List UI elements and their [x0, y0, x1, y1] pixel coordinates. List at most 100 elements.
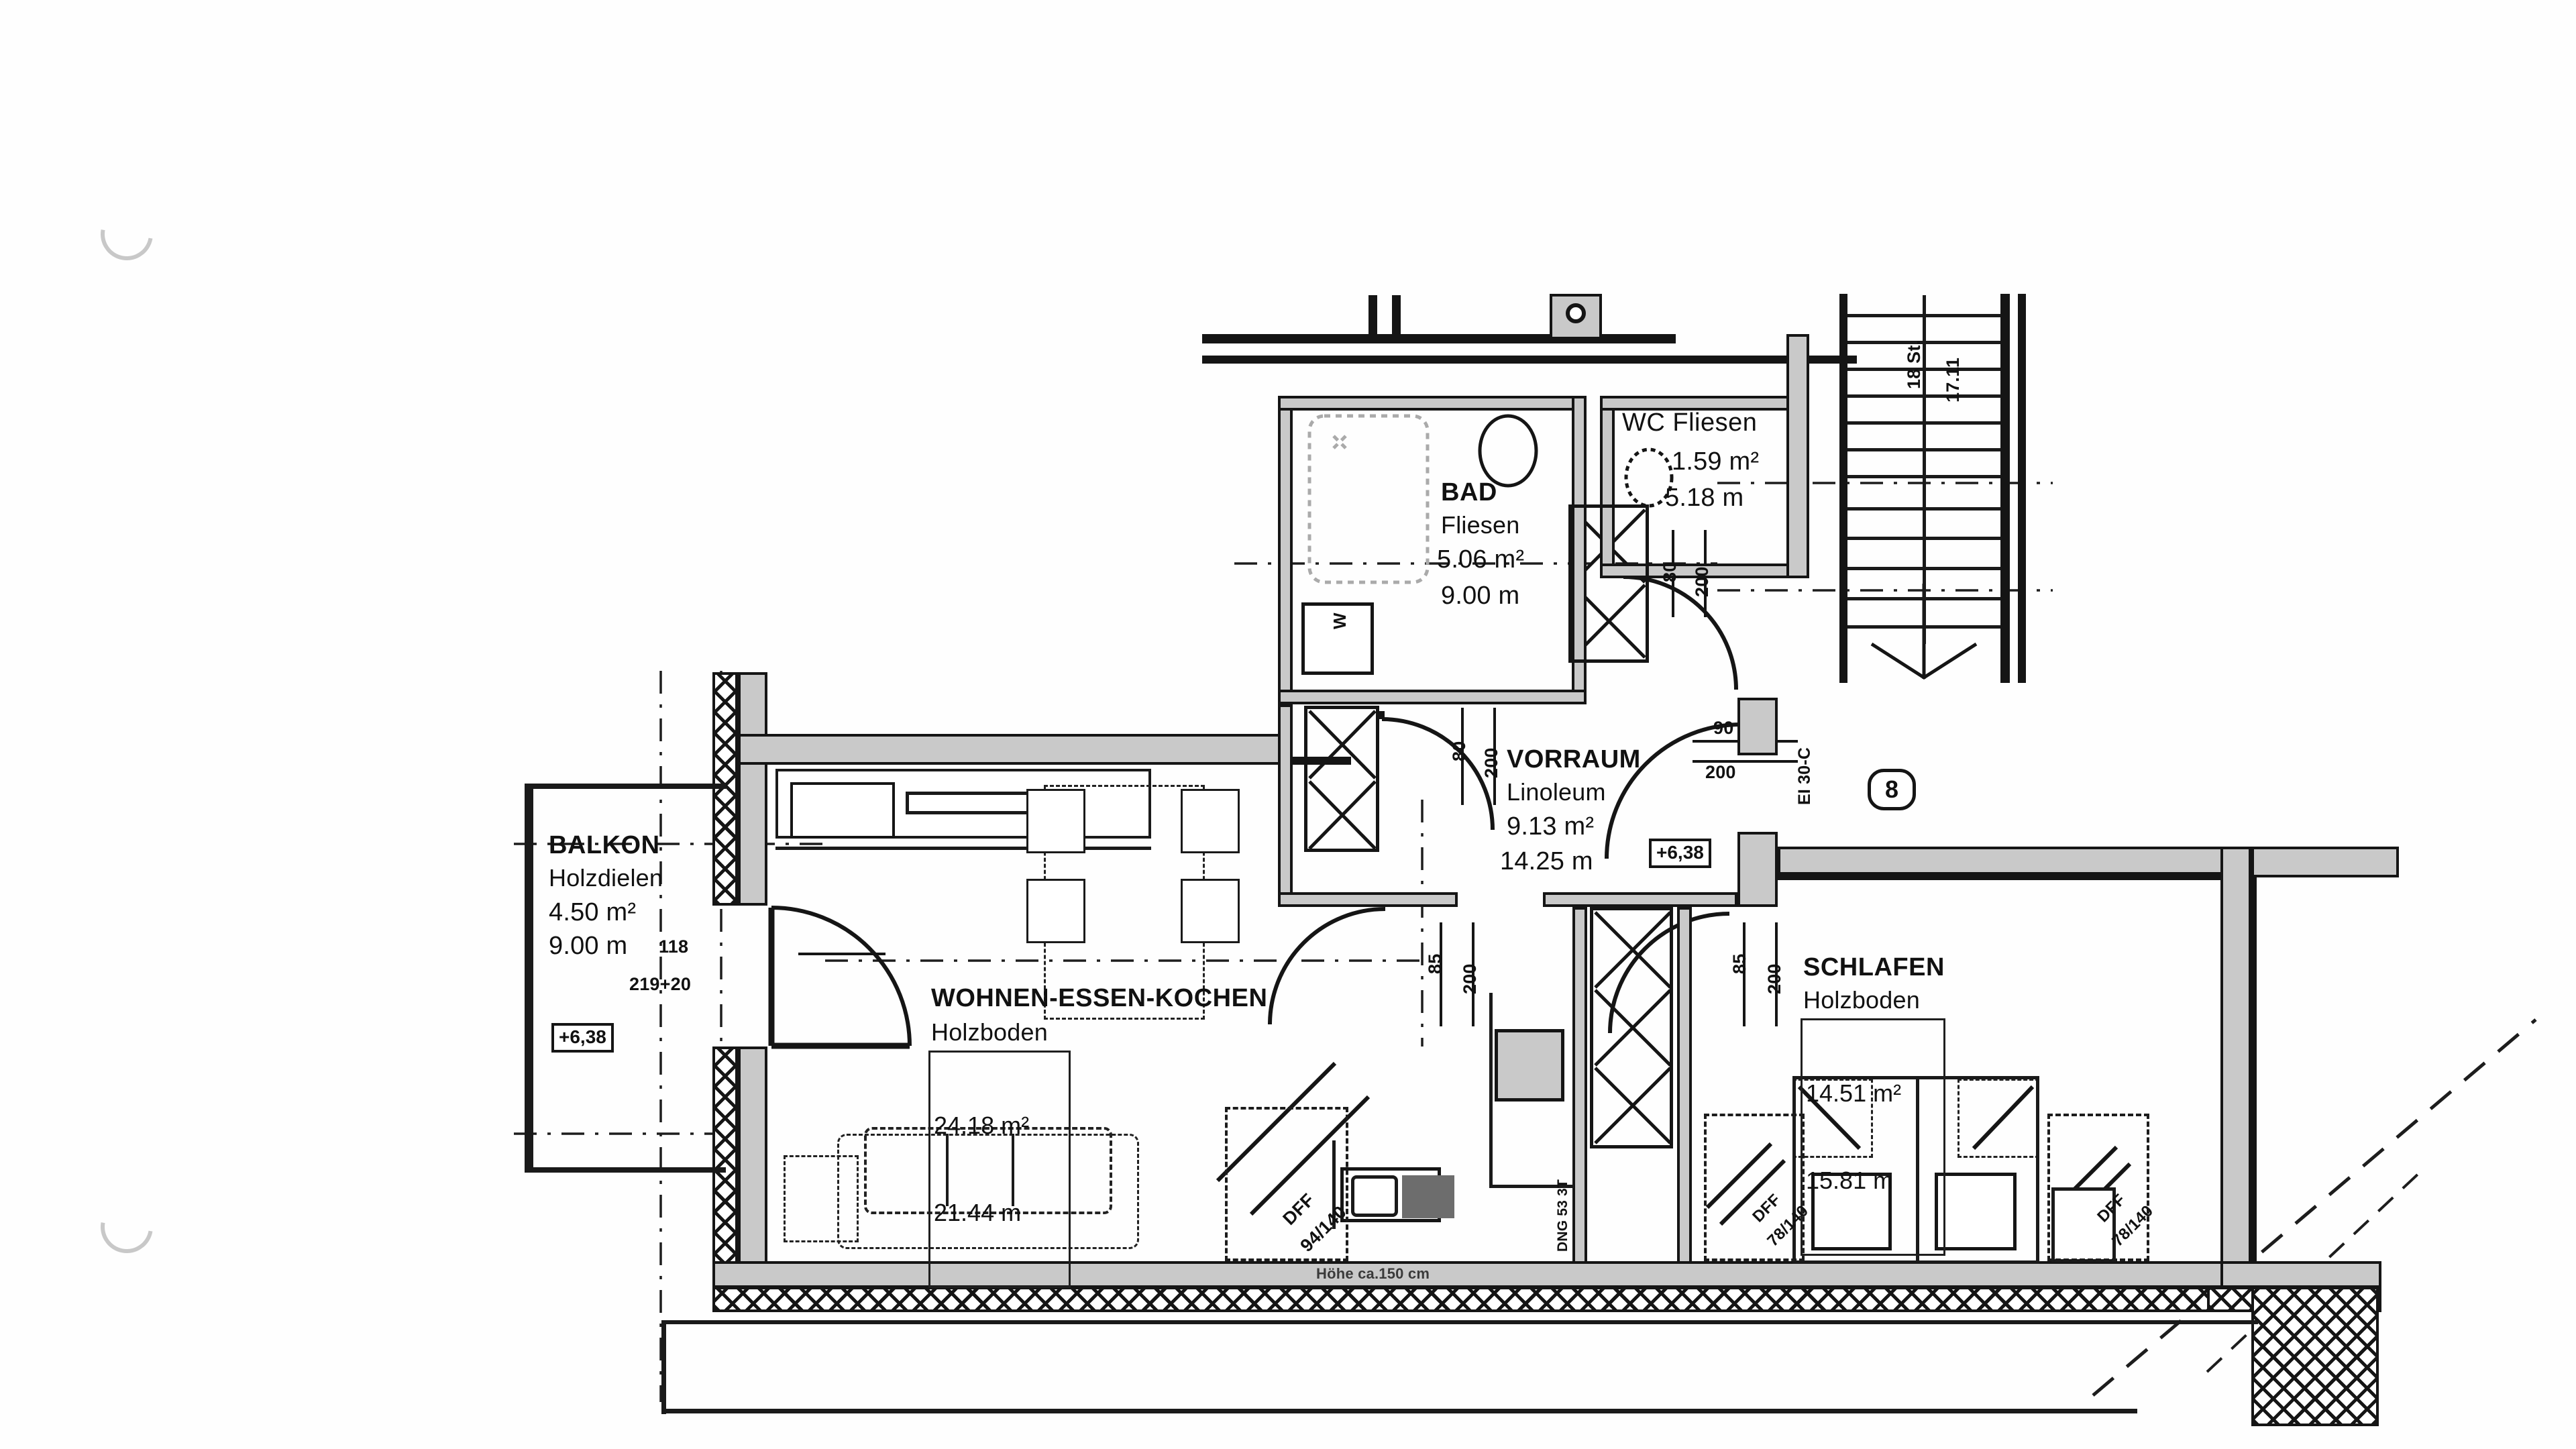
kitchen-annotation: DNG 53 3T [1555, 1179, 1570, 1252]
wall-bottom-right-core [2220, 1261, 2381, 1288]
wall-bottom-insulation [712, 1287, 2255, 1312]
door-dim-bad-width: 80 [1449, 741, 1469, 761]
kitchen-run-bottom [1489, 1185, 1574, 1188]
room-area-box-wohnen: 24.18 m² 21.44 m [928, 1051, 1071, 1288]
dining-chair [1181, 789, 1240, 853]
wall-left-core-upper [738, 672, 767, 906]
door-dim-wc-width: 80 [1660, 561, 1680, 582]
kitchen-counter-front [775, 847, 1151, 850]
room-label-balkon-area: 4.50 m² [549, 898, 637, 926]
wall-right-outer-line [2249, 847, 2257, 1289]
nightstand [1935, 1173, 2017, 1250]
room-label-vorraum-floor: Linoleum [1507, 778, 1606, 806]
hole-punch-artifact [90, 1190, 164, 1264]
room-label-bad-floor: Fliesen [1441, 511, 1520, 539]
kitchen-upper-cabinet [790, 782, 895, 839]
wall-bad-top [1278, 396, 1587, 411]
wall-vorraum-right-upper [1737, 698, 1778, 755]
room-label-balkon-floor: Holzdielen [549, 864, 663, 892]
wall-wohnen-top-core [738, 734, 1285, 765]
wall-right-outer [2220, 847, 2251, 1289]
room-label-bad-name: BAD [1441, 478, 1497, 506]
nightstand [1811, 1173, 1892, 1250]
room-label-schlafen-floor: Holzboden [1803, 986, 1920, 1014]
wall-stair-left [1839, 294, 1847, 683]
door-dim-schlafen-height: 200 [1764, 963, 1784, 994]
wall-wohnen-right [1278, 704, 1293, 907]
site-line-top [661, 1320, 2258, 1324]
roof-window-wohnen [1225, 1107, 1348, 1261]
room-label-schlafen-perimeter: 15.81 m [1806, 1166, 1894, 1194]
door-dim-schlafen-width: 85 [1729, 953, 1750, 974]
tv-screen [1351, 1175, 1398, 1217]
balcony-edge-bottom [525, 1167, 726, 1173]
site-line-left [661, 1320, 666, 1414]
wall-outer-left-lower [712, 1046, 738, 1280]
door-dim-entry-width: 90 [1713, 718, 1734, 738]
room-label-bad-area: 5.06 m² [1437, 545, 1525, 574]
wardrobe-bad-wall [1568, 504, 1649, 663]
wall-top-horizontal-b [1202, 356, 1857, 364]
wall-top-vertical-left2 [1392, 295, 1401, 337]
dining-chair [1026, 789, 1085, 853]
door-dim-bad-height: 200 [1481, 747, 1501, 778]
room-label-vorraum-name: VORRAUM [1507, 745, 1641, 773]
wall-left-core-lower [738, 1046, 767, 1280]
balcony-edge-top [525, 784, 726, 789]
room-label-wc-area: 1.59 m² [1672, 447, 1760, 476]
wall-stair-right [2000, 294, 2010, 683]
media-cabinet-base [1332, 1140, 1336, 1229]
room-label-balkon-perimeter: 9.00 m [549, 932, 628, 960]
dining-chair [1181, 879, 1240, 943]
wall-bad-left [1278, 396, 1293, 704]
washing-machine [1301, 602, 1374, 675]
wall-chimney-block [1550, 294, 1602, 339]
sofa-seat [864, 1127, 1112, 1214]
wall-schlafen-top-line [1778, 872, 2251, 880]
wall-vorraum-bottom-right [1543, 892, 1737, 907]
stove-unit [1495, 1029, 1564, 1102]
room-label-vorraum-perimeter: 14.25 m [1500, 847, 1593, 875]
wall-kitchen-partition [1572, 907, 1587, 1269]
room-label-vorraum-area: 9.13 m² [1507, 812, 1595, 841]
door-fire-rating-entry: EI 30-C [1795, 747, 1814, 805]
hole-punch-artifact [90, 197, 164, 271]
balcony-edge-left [525, 784, 531, 1173]
room-area-box-schlafen: 14.51 m² 15.81 m [1801, 1018, 1945, 1256]
wall-far-right-stub [2251, 847, 2399, 877]
wall-closet-right [1677, 907, 1692, 1269]
door-dim-entry-height: 200 [1705, 762, 1736, 782]
apartment-number-badge: 8 [1868, 769, 1916, 810]
roof-window-size: 78/140 [2108, 1201, 2157, 1250]
elevation-marker-balkon: +6,38 [551, 1023, 614, 1053]
appliance-dark-block [1402, 1175, 1454, 1218]
room-label-bad-perimeter: 9.00 m [1441, 582, 1520, 610]
wall-top-vertical-left [1368, 295, 1377, 337]
wall-right-insulation [2251, 1287, 2379, 1426]
sofa-cushion-divider [1012, 1134, 1014, 1206]
site-line-bottom [661, 1409, 2137, 1413]
door-dim-wohnen-height: 200 [1460, 963, 1480, 994]
room-label-balkon-name: BALKON [549, 831, 660, 859]
roof-window-schlafen-right [2047, 1114, 2149, 1261]
stair-stringer [1923, 295, 1926, 644]
wall-vorraum-bottom-left [1278, 892, 1458, 907]
washing-machine-label: W [1330, 612, 1350, 629]
stair-rise-label: 17.11 [1943, 357, 1963, 402]
room-label-schlafen-area: 14.51 m² [1806, 1079, 1902, 1108]
balcony-door-dim-top: 118 [659, 936, 689, 957]
door-dim-wc-height: 200 [1692, 566, 1712, 597]
dining-chair [1026, 879, 1085, 943]
sofa-outline [837, 1134, 1139, 1249]
balcony-door-dim-bottom: 219+20 [629, 974, 692, 994]
roof-window-size: 94/140 [1296, 1201, 1350, 1256]
sofa-cushion-divider [946, 1134, 949, 1206]
wall-bad-bottom [1278, 690, 1587, 704]
room-label-wohnen-floor: Holzboden [931, 1018, 1048, 1046]
balcony-rail [530, 789, 533, 1169]
roof-window-schlafen-left [1704, 1114, 1805, 1261]
kitchen-run-left [1489, 993, 1493, 1187]
door-dim-wohnen-width: 85 [1425, 953, 1445, 974]
wall-outer-left-upper [712, 672, 738, 906]
wall-wc-right [1786, 334, 1809, 578]
